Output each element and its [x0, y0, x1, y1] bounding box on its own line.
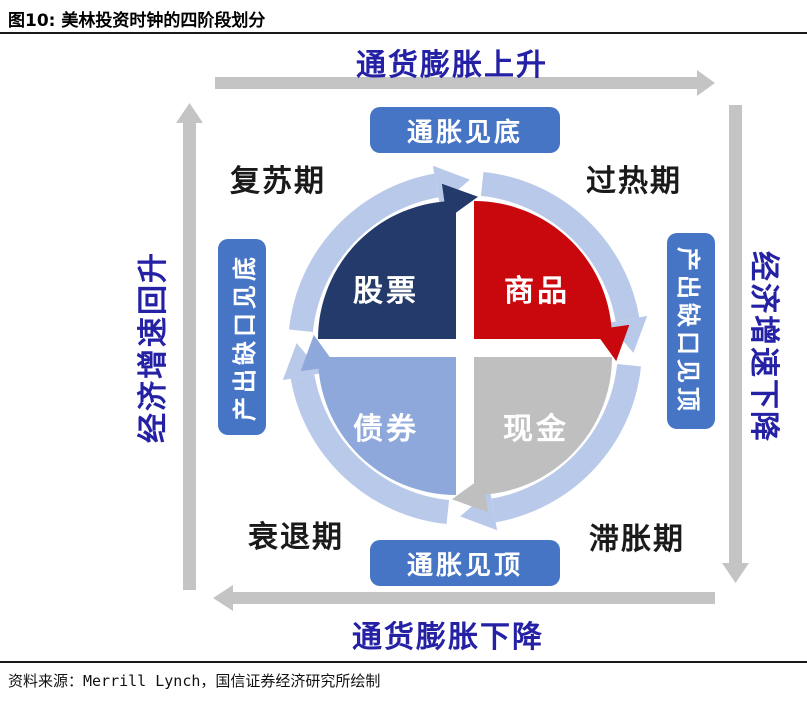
commodities-wedge-arrow-tip — [593, 324, 630, 362]
quadrant-label-cash: 现金 — [503, 412, 569, 447]
axis-label-inflation-down: 通货膨胀下降 — [352, 620, 544, 655]
cycle-ring-arc-top-left — [288, 173, 439, 333]
axis-label-growth-down: 经济增速下降 — [746, 251, 781, 443]
growth-down-arrow — [722, 105, 749, 583]
quadrant-label-stocks: 股票 — [353, 274, 419, 309]
stocks-wedge-arrow-tip — [441, 183, 478, 220]
phase-label-stagflation: 滞胀期 — [589, 522, 685, 557]
badge-output-gap-peaks: 产出缺口见顶 — [667, 233, 715, 429]
quadrant-label-commodities: 商品 — [504, 274, 570, 309]
figure-title: 图10: 美林投资时钟的四阶段划分 — [8, 11, 266, 31]
badge-inflation-peaks: 通胀见顶 — [370, 540, 560, 586]
quadrant-label-bonds: 债券 — [353, 412, 419, 447]
source-note: 资料来源：Merrill Lynch，国信证券经济研究所绘制 — [8, 672, 381, 690]
inflation-up-arrow — [215, 70, 715, 96]
cycle-ring-arc-bottom-left — [290, 374, 450, 525]
phase-label-recovery: 复苏期 — [230, 164, 326, 199]
cycle-ring-arrowhead-left — [282, 343, 323, 381]
phase-label-overheat: 过热期 — [586, 164, 682, 199]
axis-label-inflation-up: 通货膨胀上升 — [356, 48, 548, 83]
source-divider — [0, 661, 807, 663]
inflation-down-arrow — [213, 585, 715, 611]
cycle-ring-arc-bottom-right — [491, 363, 642, 523]
axis-label-growth-up: 经济增速回升 — [136, 251, 171, 443]
commodities-wedge — [474, 201, 612, 339]
badge-inflation-bottoms: 通胀见底 — [370, 107, 560, 153]
bonds-wedge — [318, 357, 456, 495]
cash-wedge-arrow-tip — [451, 476, 489, 513]
cycle-ring-arrowhead-right — [607, 315, 648, 353]
cycle-ring-arrowhead-bottom — [460, 490, 498, 531]
title-divider — [0, 32, 807, 34]
cycle-ring-arrowhead-top — [432, 165, 470, 206]
growth-up-arrow — [176, 103, 203, 590]
cycle-ring-arc-top-right — [480, 171, 640, 322]
badge-output-gap-bottoms: 产出缺口见底 — [218, 239, 266, 435]
phase-label-recession: 衰退期 — [248, 520, 344, 555]
stocks-wedge — [318, 201, 456, 339]
bonds-wedge-arrow-tip — [300, 334, 337, 372]
cash-wedge — [474, 357, 612, 495]
